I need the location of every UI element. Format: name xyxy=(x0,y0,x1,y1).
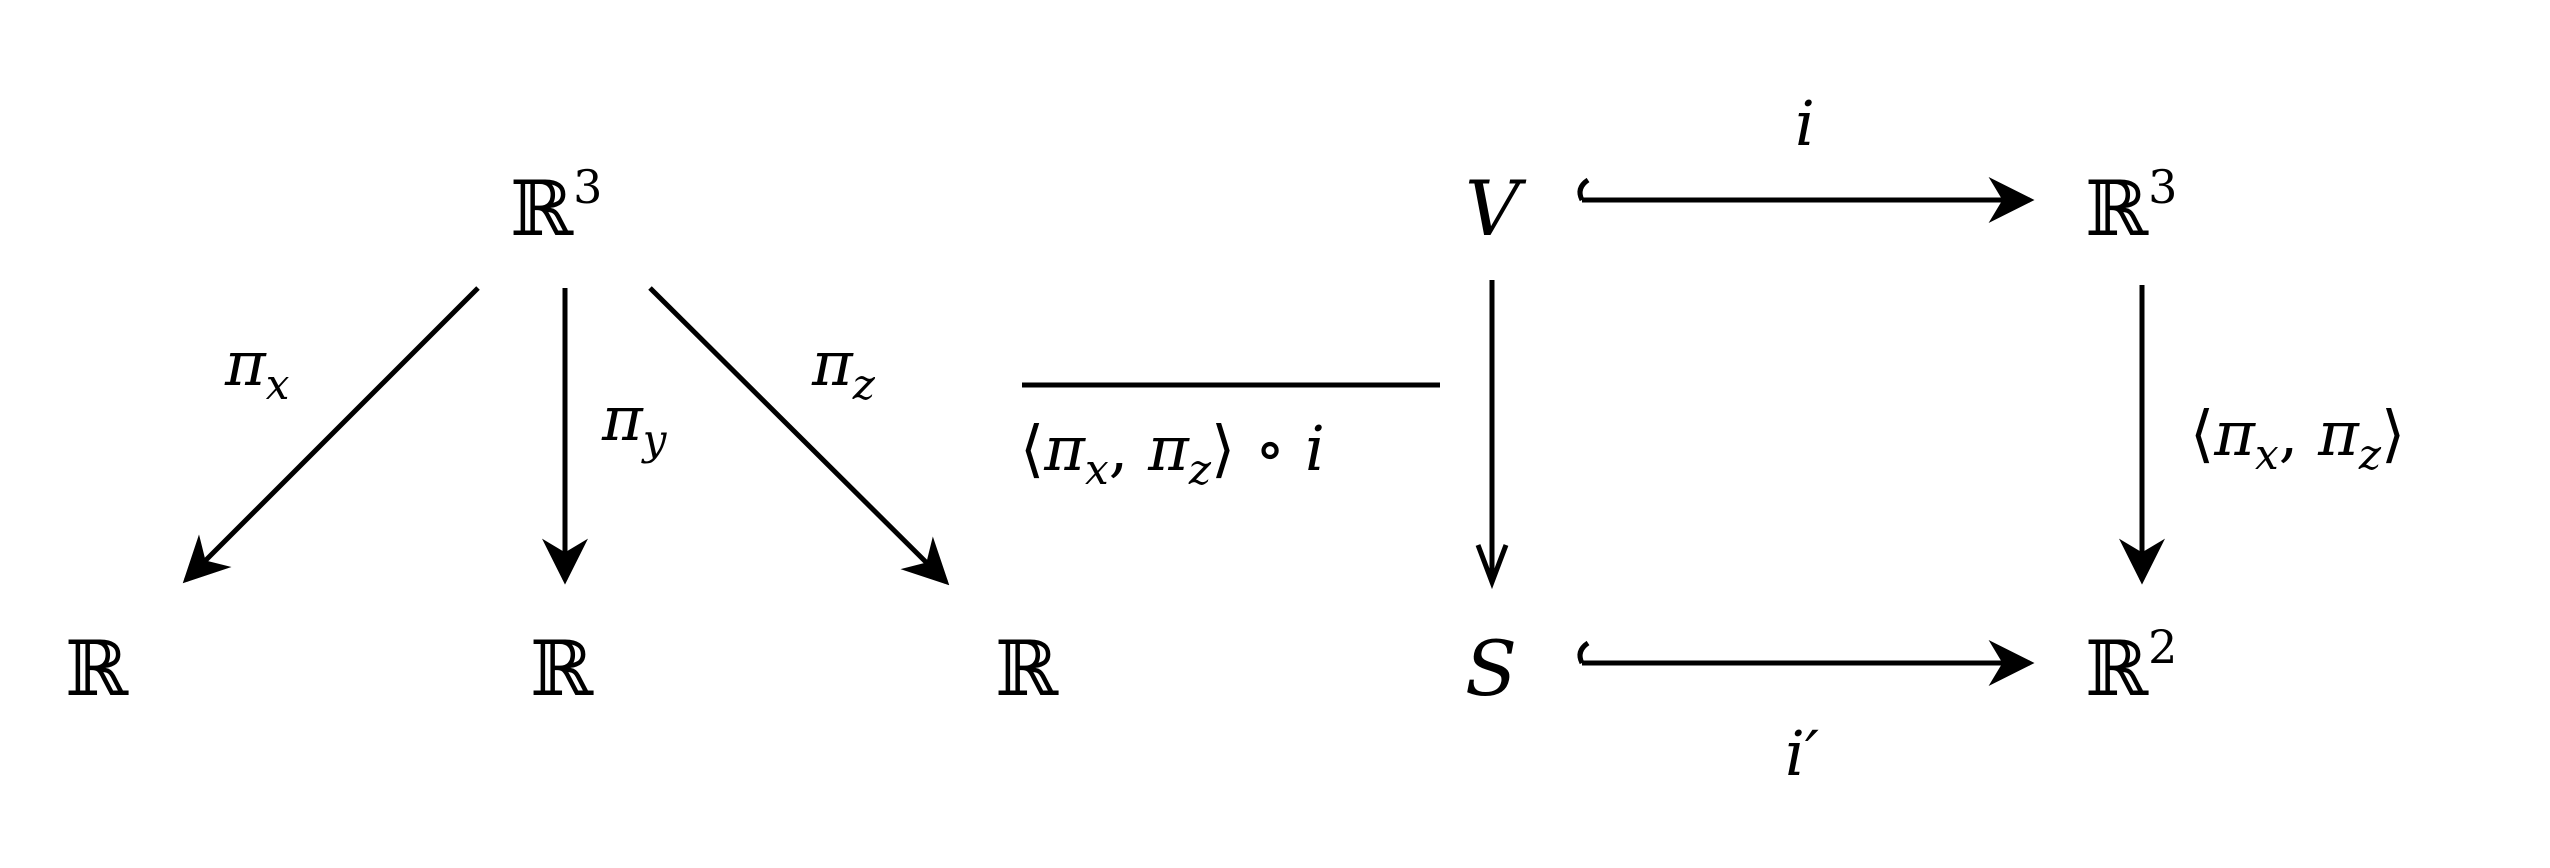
arrow-pi-z xyxy=(648,286,950,586)
node-R-left: ℝ xyxy=(65,624,129,713)
label-pi-x-z: ⟨πx, πz⟩ xyxy=(2190,397,2405,479)
node-S: S xyxy=(1465,624,1517,713)
hook-bottom xyxy=(1577,640,1590,665)
right-diagram: V ℝ3 S ℝ2 i i′ ⟨πx, πz⟩ ⟨πx, πz⟩ ∘ i xyxy=(1020,87,2405,790)
node-R-mid: ℝ xyxy=(530,624,594,713)
label-i-prime: i′ xyxy=(1785,717,1819,790)
node-R3-right: ℝ3 xyxy=(2085,160,2177,253)
node-R2: ℝ2 xyxy=(2085,620,2177,713)
arrow-pi-x xyxy=(182,286,480,584)
left-diagram: ℝ3 ℝ ℝ ℝ πx πy πz xyxy=(65,160,1059,713)
node-V: V xyxy=(1465,164,1527,253)
label-pi-z: πz xyxy=(811,327,876,409)
label-pi-y: πy xyxy=(601,382,668,464)
node-R-right: ℝ xyxy=(995,624,1059,713)
label-pi-x: πx xyxy=(224,327,290,409)
label-composite: ⟨πx, πz⟩ ∘ i xyxy=(1020,412,1325,494)
label-i: i xyxy=(1795,87,1815,160)
hook-top xyxy=(1577,177,1590,202)
arrow-left-head xyxy=(1475,544,1509,590)
node-R3-top: ℝ3 xyxy=(510,160,602,253)
